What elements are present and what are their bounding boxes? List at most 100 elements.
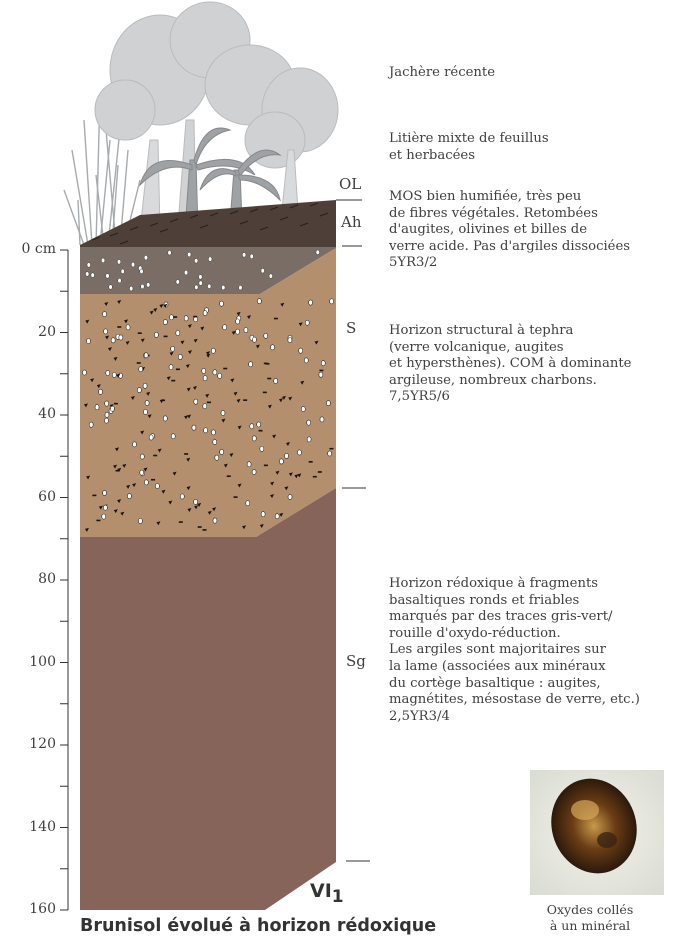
- glass-bead: [101, 258, 105, 263]
- glass-bead: [269, 274, 273, 279]
- figure-title: Brunisol évolué à horizon rédoxique: [80, 916, 436, 936]
- glass-bead: [199, 281, 203, 286]
- horizon-label-ah: Ah: [341, 213, 362, 231]
- horizon-label-sg: Sg: [346, 652, 366, 670]
- glass-bead: [328, 451, 332, 456]
- horizon-sg: [80, 488, 336, 910]
- glass-bead: [106, 370, 110, 375]
- augite-crystal: [92, 495, 96, 497]
- augite-crystal: [227, 475, 231, 477]
- glass-bead: [112, 372, 116, 377]
- augite-crystal: [171, 380, 175, 382]
- glass-bead: [91, 273, 95, 278]
- glass-bead: [304, 358, 308, 363]
- augite-crystal: [203, 529, 207, 531]
- augite-crystal: [267, 378, 271, 380]
- litter-layer-ol: [80, 200, 336, 247]
- glass-bead: [140, 470, 144, 475]
- glass-bead: [271, 345, 275, 350]
- glass-bead: [176, 280, 180, 285]
- augite-crystal: [198, 526, 202, 528]
- glass-bead: [203, 404, 207, 409]
- augite-crystal: [117, 326, 121, 328]
- glass-bead: [103, 490, 107, 495]
- desc-litiere: Litière mixte de feuillus et herbacées: [389, 131, 549, 164]
- glass-bead: [199, 275, 203, 280]
- augite-crystal: [184, 453, 188, 455]
- augite-crystal: [153, 455, 157, 457]
- augite-crystal: [309, 461, 313, 463]
- glass-bead: [145, 400, 149, 405]
- glass-bead: [192, 425, 196, 430]
- horizon-label-s: S: [346, 319, 356, 337]
- glass-bead: [208, 257, 212, 262]
- glass-bead: [102, 514, 106, 519]
- depth-tick-label: 80: [38, 571, 56, 587]
- glass-bead: [264, 333, 268, 338]
- augite-crystal: [263, 392, 267, 394]
- augite-crystal: [259, 430, 263, 432]
- glass-bead: [250, 254, 254, 259]
- glass-bead: [252, 469, 256, 474]
- glass-bead: [203, 376, 207, 381]
- glass-bead: [247, 462, 251, 467]
- glass-bead: [236, 329, 240, 334]
- glass-bead: [111, 338, 115, 343]
- glass-bead: [184, 316, 188, 321]
- glass-bead: [118, 278, 122, 283]
- augite-crystal: [274, 318, 278, 320]
- glass-bead: [297, 450, 301, 455]
- augite-crystal: [207, 402, 211, 404]
- depth-tick-label: 60: [38, 489, 56, 505]
- glass-bead: [309, 300, 313, 305]
- glass-bead: [104, 418, 108, 423]
- glass-bead: [138, 518, 142, 523]
- glass-bead: [103, 312, 107, 317]
- glass-bead: [321, 361, 325, 366]
- glass-bead: [119, 335, 123, 340]
- glass-bead: [140, 269, 144, 274]
- glass-bead: [194, 258, 198, 263]
- glass-bead: [163, 319, 167, 324]
- augite-crystal: [164, 336, 168, 338]
- glass-bead: [252, 337, 256, 342]
- glass-bead: [288, 337, 292, 342]
- glass-bead: [110, 406, 114, 411]
- glass-bead: [257, 299, 261, 304]
- augite-crystal: [138, 332, 142, 334]
- glass-bead: [275, 514, 279, 519]
- glass-bead: [139, 367, 143, 372]
- augite-crystal: [114, 403, 118, 405]
- augite-crystal: [318, 471, 322, 473]
- augite-crystal: [151, 479, 155, 481]
- glass-bead: [257, 422, 261, 427]
- desc-s: Horizon structural à tephra (verre volca…: [389, 323, 631, 406]
- glass-bead: [326, 401, 330, 406]
- glass-bead: [202, 368, 206, 373]
- glass-bead: [180, 494, 184, 499]
- glass-bead: [307, 420, 311, 425]
- glass-bead: [305, 320, 309, 325]
- glass-bead: [137, 387, 141, 392]
- glass-bead: [95, 405, 99, 410]
- glass-bead: [316, 250, 320, 255]
- augite-crystal: [96, 520, 100, 522]
- glass-bead: [140, 454, 144, 459]
- glass-bead: [171, 346, 175, 351]
- desc-sg: Horizon rédoxique à fragments basaltique…: [389, 576, 640, 725]
- glass-bead: [126, 325, 130, 330]
- glass-bead: [169, 365, 173, 370]
- glass-bead: [99, 389, 103, 394]
- glass-bead: [143, 383, 147, 388]
- inset-photo: [530, 767, 664, 895]
- glass-bead: [301, 406, 305, 411]
- desc-ah: MOS bien humifiée, très peu de fibres vé…: [389, 189, 630, 272]
- glass-bead: [213, 370, 217, 375]
- glass-bead: [207, 284, 211, 289]
- depth-tick-label: 0 cm: [22, 241, 56, 257]
- glass-bead: [252, 436, 256, 441]
- glass-bead: [218, 373, 222, 378]
- glass-bead: [143, 409, 147, 414]
